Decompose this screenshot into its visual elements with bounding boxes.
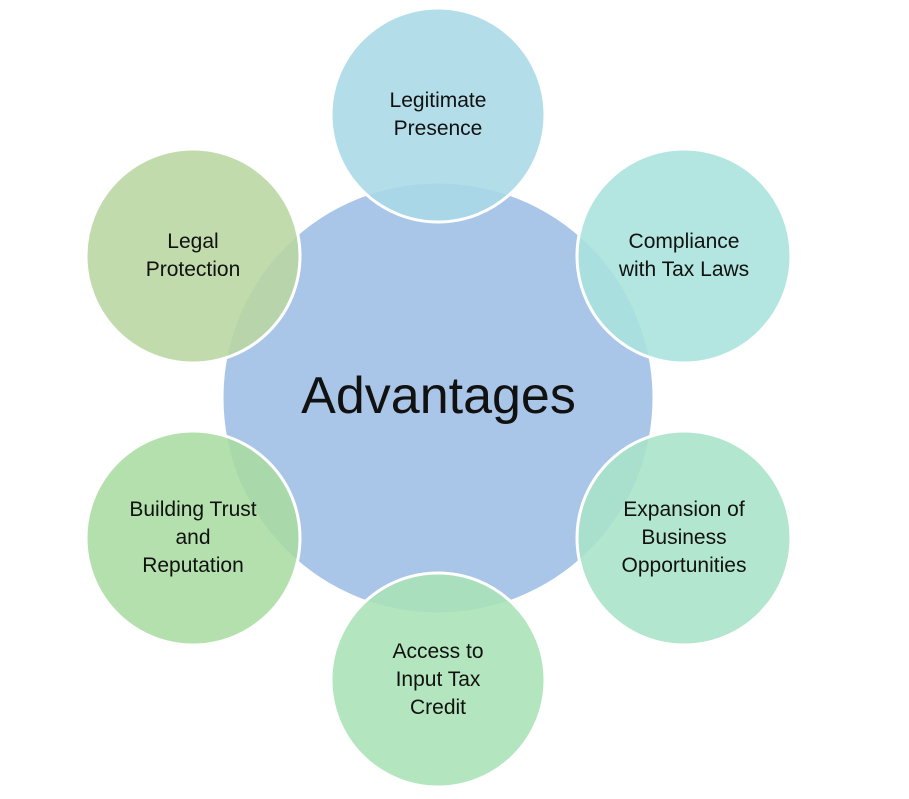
node-circles [84, 6, 793, 789]
node-legal-protection-line: Protection [145, 258, 241, 281]
node-access-to-input-tax-credit-line: Access to [392, 640, 484, 663]
node-legitimate-presence-line: Legitimate [389, 89, 487, 112]
node-compliance-with-tax-laws-line: Compliance [628, 230, 740, 253]
node-access-to-input-tax-credit-circle [329, 571, 547, 789]
node-compliance-with-tax-laws-circle [575, 147, 793, 365]
node-building-trust-and-reputation-line: Reputation [142, 554, 244, 577]
node-expansion-of-business-opportunities-line: Business [641, 526, 727, 549]
node-expansion-of-business-opportunities-circle [575, 429, 793, 647]
node-building-trust-and-reputation-circle [84, 429, 302, 647]
node-expansion-of-business-opportunities-line: Opportunities [621, 554, 747, 577]
node-legal-protection-circle [84, 147, 302, 365]
node-compliance-with-tax-laws-line: with Tax Laws [618, 258, 750, 281]
node-building-trust-and-reputation-line: and [175, 526, 211, 549]
node-expansion-of-business-opportunities-line: Expansion of [623, 498, 745, 521]
node-building-trust-and-reputation-line: Building Trust [129, 498, 257, 521]
node-access-to-input-tax-credit-line: Input Tax [395, 668, 481, 691]
node-access-to-input-tax-credit-line: Credit [409, 696, 467, 719]
node-legal-protection-line: Legal [167, 230, 219, 253]
node-compliance-with-tax-laws-label: Compliance with Tax Laws [584, 228, 784, 284]
node-legitimate-presence-circle [329, 6, 547, 224]
center-label: Advantages [301, 367, 576, 425]
node-legitimate-presence-line: Presence [393, 117, 483, 140]
